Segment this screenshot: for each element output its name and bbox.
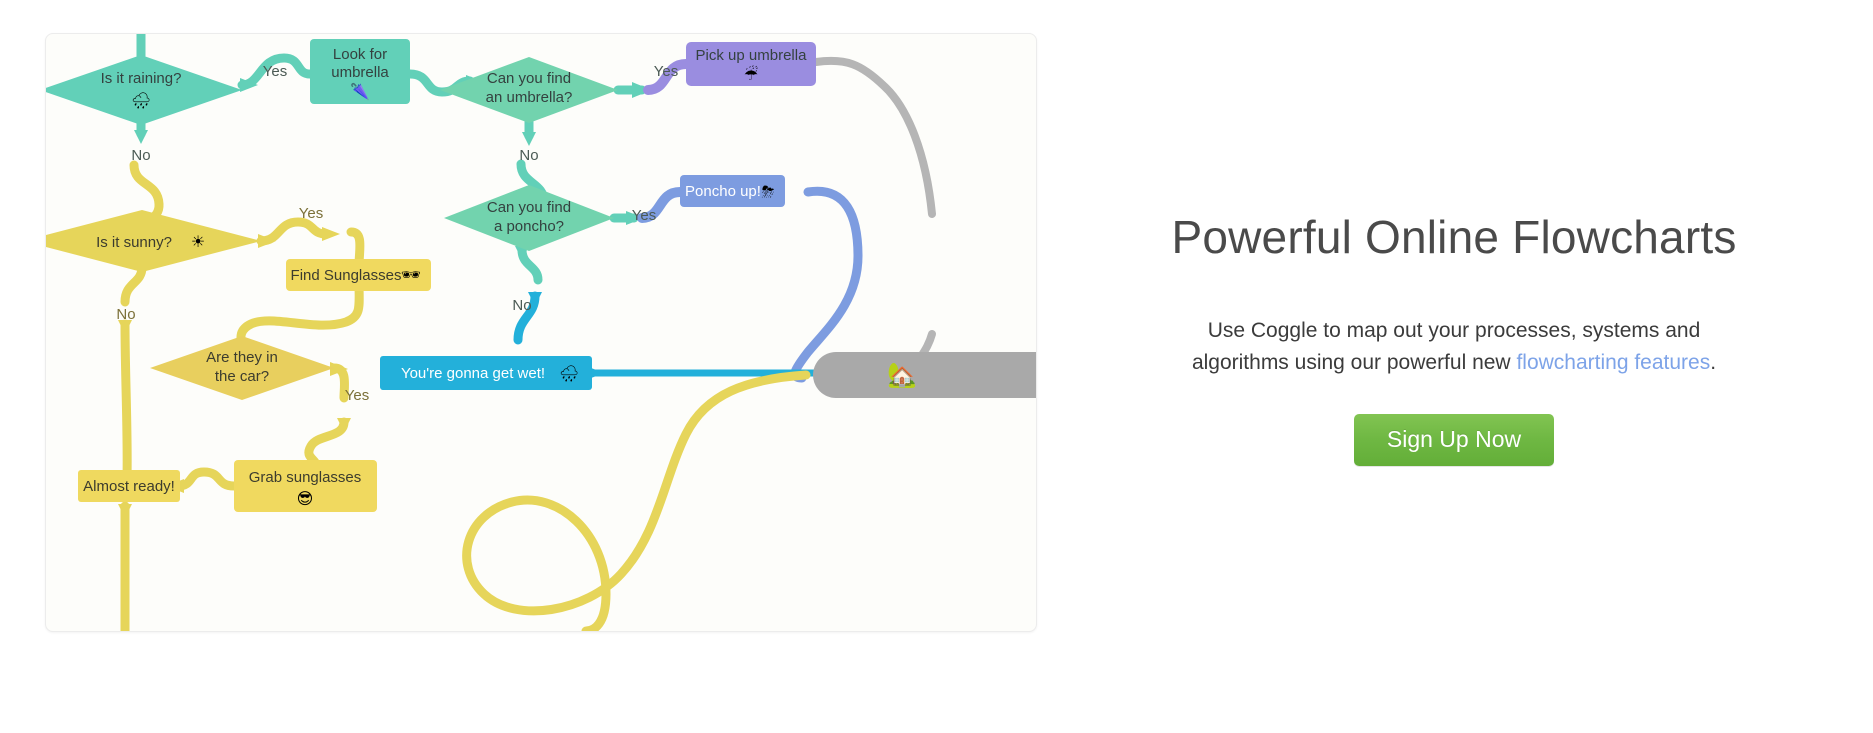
node-gonna-get-wet[interactable]: You're gonna get wet! 🌧 bbox=[380, 356, 592, 390]
edge-sunglasses-down bbox=[236, 277, 364, 357]
edge-car-yes-down bbox=[304, 417, 349, 471]
flowcharting-features-link[interactable]: flowcharting features bbox=[1516, 351, 1711, 375]
node-is-it-sunny[interactable]: Is it sunny? ☀ bbox=[46, 210, 261, 272]
edge-sunny-no-long bbox=[120, 319, 132, 483]
node-can-find-poncho-label-1: Can you find bbox=[487, 199, 571, 216]
node-almost-ready-label: Almost ready! bbox=[83, 478, 175, 495]
arrow-raining-no bbox=[134, 130, 148, 144]
node-poncho-up[interactable]: Poncho up! ⛈ bbox=[680, 175, 785, 207]
edge-label-raining-yes: Yes bbox=[263, 63, 287, 80]
edge-yellow-loop bbox=[462, 370, 811, 631]
umbrella-rain-icon: ☔ bbox=[744, 64, 758, 84]
promo-description-line-1: Use Coggle to map out your processes, sy… bbox=[1207, 318, 1701, 342]
edge-sunny-no-stub bbox=[120, 262, 147, 307]
node-grab-sunglasses[interactable]: Grab sunglasses 😎 bbox=[234, 460, 377, 512]
node-can-find-poncho-label-2: a poncho? bbox=[494, 218, 564, 235]
arrow-car-yes-2 bbox=[337, 418, 351, 432]
arrow-almost-down bbox=[118, 504, 132, 518]
edge-label-poncho-yes: Yes bbox=[632, 207, 656, 224]
edge-label-car-yes: Yes bbox=[345, 387, 369, 404]
edge-sunny-yes bbox=[256, 217, 331, 246]
node-home[interactable]: 🏡 bbox=[813, 352, 1036, 398]
promo-panel: Powerful Online Flowcharts Use Coggle to… bbox=[1035, 0, 1873, 733]
edge-poncho-yes-blue bbox=[637, 187, 685, 223]
node-are-they-in-car-label-2: the car? bbox=[215, 368, 269, 385]
promo-description-line-2-pre: algorithms using our powerful new bbox=[1191, 351, 1517, 375]
arrow-sunny-yes-2 bbox=[322, 227, 340, 241]
node-are-they-in-car-label-1: Are they in bbox=[206, 349, 278, 366]
edge-label-poncho-no: No bbox=[512, 297, 531, 314]
rain-cloud-wet-icon: 🌧 bbox=[559, 364, 579, 383]
flowchart-svg: Is it raining? 🌧 Look for umbrella 🌂 Can… bbox=[46, 34, 1036, 631]
smiling-sunglasses-icon: 😎 bbox=[297, 489, 314, 508]
edge-label-umbrella-yes: Yes bbox=[654, 63, 678, 80]
edge-label-umbrella-no: No bbox=[519, 147, 538, 164]
node-find-sunglasses[interactable]: Find Sunglasses 🕶 bbox=[286, 259, 431, 291]
node-are-they-in-car[interactable]: Are they in the car? bbox=[150, 336, 334, 400]
node-can-find-umbrella[interactable]: Can you find an umbrella? bbox=[440, 57, 618, 123]
arrow-umbrella-yes bbox=[632, 82, 652, 98]
node-is-it-raining[interactable]: Is it raining? 🌧 bbox=[46, 55, 242, 125]
edge-poncho-to-home bbox=[790, 186, 863, 383]
node-can-find-umbrella-label-2: an umbrella? bbox=[486, 89, 573, 106]
house-with-garden-icon: 🏡 bbox=[887, 361, 917, 389]
promo-description: Use Coggle to map out your processes, sy… bbox=[1134, 315, 1774, 380]
node-almost-ready[interactable]: Almost ready! bbox=[78, 470, 180, 502]
node-can-find-umbrella-label-1: Can you find bbox=[487, 70, 571, 87]
arrow-poncho-yes bbox=[626, 211, 644, 225]
node-gonna-get-wet-label: You're gonna get wet! bbox=[401, 365, 545, 382]
sign-up-now-button[interactable]: Sign Up Now bbox=[1353, 413, 1555, 466]
promo-description-line-2-post: . bbox=[1710, 351, 1717, 375]
node-grab-sunglasses-label: Grab sunglasses bbox=[249, 469, 362, 486]
node-pick-up-umbrella[interactable]: Pick up umbrella ☔ bbox=[686, 42, 816, 86]
node-can-find-poncho[interactable]: Can you find a poncho? bbox=[444, 185, 614, 251]
sun-icon: ☀ bbox=[191, 232, 205, 251]
edge-label-sunny-yes: Yes bbox=[299, 205, 323, 222]
node-look-for-umbrella-label-1: Look for bbox=[333, 46, 387, 63]
arrow-umbrella-no bbox=[522, 132, 536, 146]
node-is-it-sunny-label: Is it sunny? bbox=[96, 234, 172, 251]
node-find-sunglasses-label: Find Sunglasses bbox=[291, 267, 402, 284]
arrow-car-yes bbox=[330, 362, 348, 376]
edge-umbrella-yes-purple bbox=[643, 59, 691, 95]
edge-label-layer: Yes No Yes No Yes No Yes No Yes bbox=[116, 63, 678, 404]
closed-umbrella-icon: 🌂 bbox=[350, 82, 370, 101]
node-look-for-umbrella-label-2: umbrella bbox=[331, 64, 389, 81]
arrow-raining-yes bbox=[240, 78, 258, 92]
edge-layer bbox=[118, 34, 936, 631]
node-layer: Is it raining? 🌧 Look for umbrella 🌂 Can… bbox=[46, 39, 1036, 512]
arrow-sunny-no-2 bbox=[118, 320, 132, 334]
page-title: Powerful Online Flowcharts bbox=[1171, 211, 1737, 263]
node-poncho-up-label: Poncho up! bbox=[685, 183, 761, 200]
edge-label-sunny-no: No bbox=[116, 306, 135, 323]
edge-grab-to-almost bbox=[173, 467, 239, 491]
edge-raining-yes bbox=[237, 53, 315, 90]
rain-cloud-icon: 🌧 bbox=[131, 91, 151, 110]
arrow-sunny-yes bbox=[258, 234, 276, 248]
edge-pickup-to-home bbox=[812, 56, 936, 218]
node-look-for-umbrella[interactable]: Look for umbrella 🌂 bbox=[310, 39, 410, 104]
sunglasses-icon: 🕶 bbox=[401, 265, 421, 284]
edge-label-raining-no: No bbox=[131, 147, 150, 164]
node-is-it-raining-label: Is it raining? bbox=[101, 70, 182, 87]
node-pick-up-umbrella-label: Pick up umbrella bbox=[696, 47, 808, 64]
arrow-poncho-no-2 bbox=[528, 292, 542, 306]
storm-cloud-icon: ⛈ bbox=[762, 182, 775, 201]
flowchart-canvas-wrapper: Is it raining? 🌧 Look for umbrella 🌂 Can… bbox=[45, 33, 1037, 632]
promo-inner: Powerful Online Flowcharts Use Coggle to… bbox=[1134, 212, 1774, 466]
flowchart-canvas[interactable]: Is it raining? 🌧 Look for umbrella 🌂 Can… bbox=[45, 33, 1037, 632]
